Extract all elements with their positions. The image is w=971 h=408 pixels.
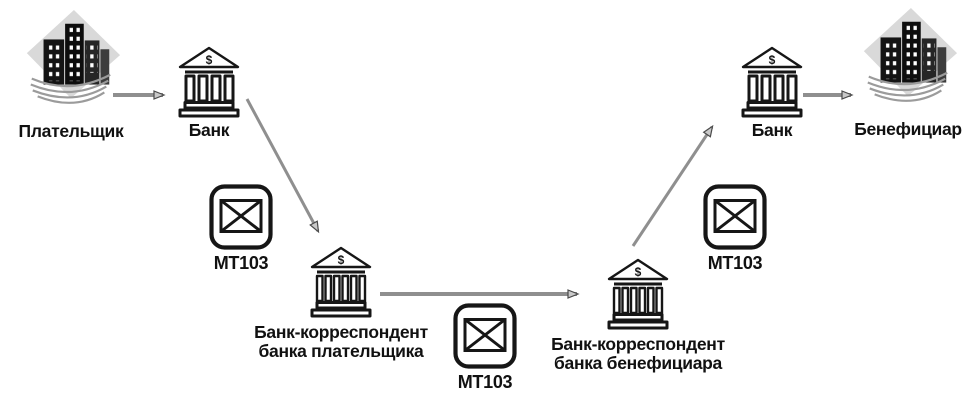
arrow-bank-to-payer-corr (245, 98, 320, 234)
mt103-middle-label: MT103 (457, 372, 513, 392)
mt103-first-label: MT103 (213, 253, 269, 273)
payer-bank-label: Банк (188, 120, 230, 140)
payer-corr-bank-label: Банк-корреспондент банка плательщика (254, 322, 428, 361)
payer-label: Плательщик (18, 121, 124, 141)
node-benef-bank: Банк (731, 46, 813, 141)
office-buildings-icon (20, 8, 122, 116)
envelope-icon (453, 303, 517, 369)
benef-corr-bank-label: Банк-корреспондент банка бенефициара (551, 334, 725, 373)
node-payer: Плательщик (6, 8, 136, 142)
node-mt103-last: MT103 (698, 184, 772, 274)
arrow-benef-corr-to-bank (631, 124, 714, 247)
node-payer-corr-bank: Банк-корреспондент банка плательщика (246, 246, 436, 360)
office-buildings-icon (857, 6, 959, 114)
node-mt103-first: MT103 (204, 184, 278, 274)
envelope-icon (209, 184, 273, 250)
bank-icon (177, 46, 241, 118)
mt103-last-label: MT103 (707, 253, 763, 273)
envelope-icon (703, 184, 767, 250)
node-payer-bank: Банк (168, 46, 250, 141)
benef-bank-label: Банк (751, 120, 793, 140)
bank-icon (606, 258, 670, 330)
bank-icon (309, 246, 373, 318)
node-benef-corr-bank: Банк-корреспондент банка бенефициара (543, 258, 733, 372)
beneficiary-label: Бенефициар (854, 119, 962, 139)
bank-icon (740, 46, 804, 118)
node-mt103-middle: MT103 (448, 303, 522, 393)
node-beneficiary: Бенефициар (843, 6, 971, 140)
